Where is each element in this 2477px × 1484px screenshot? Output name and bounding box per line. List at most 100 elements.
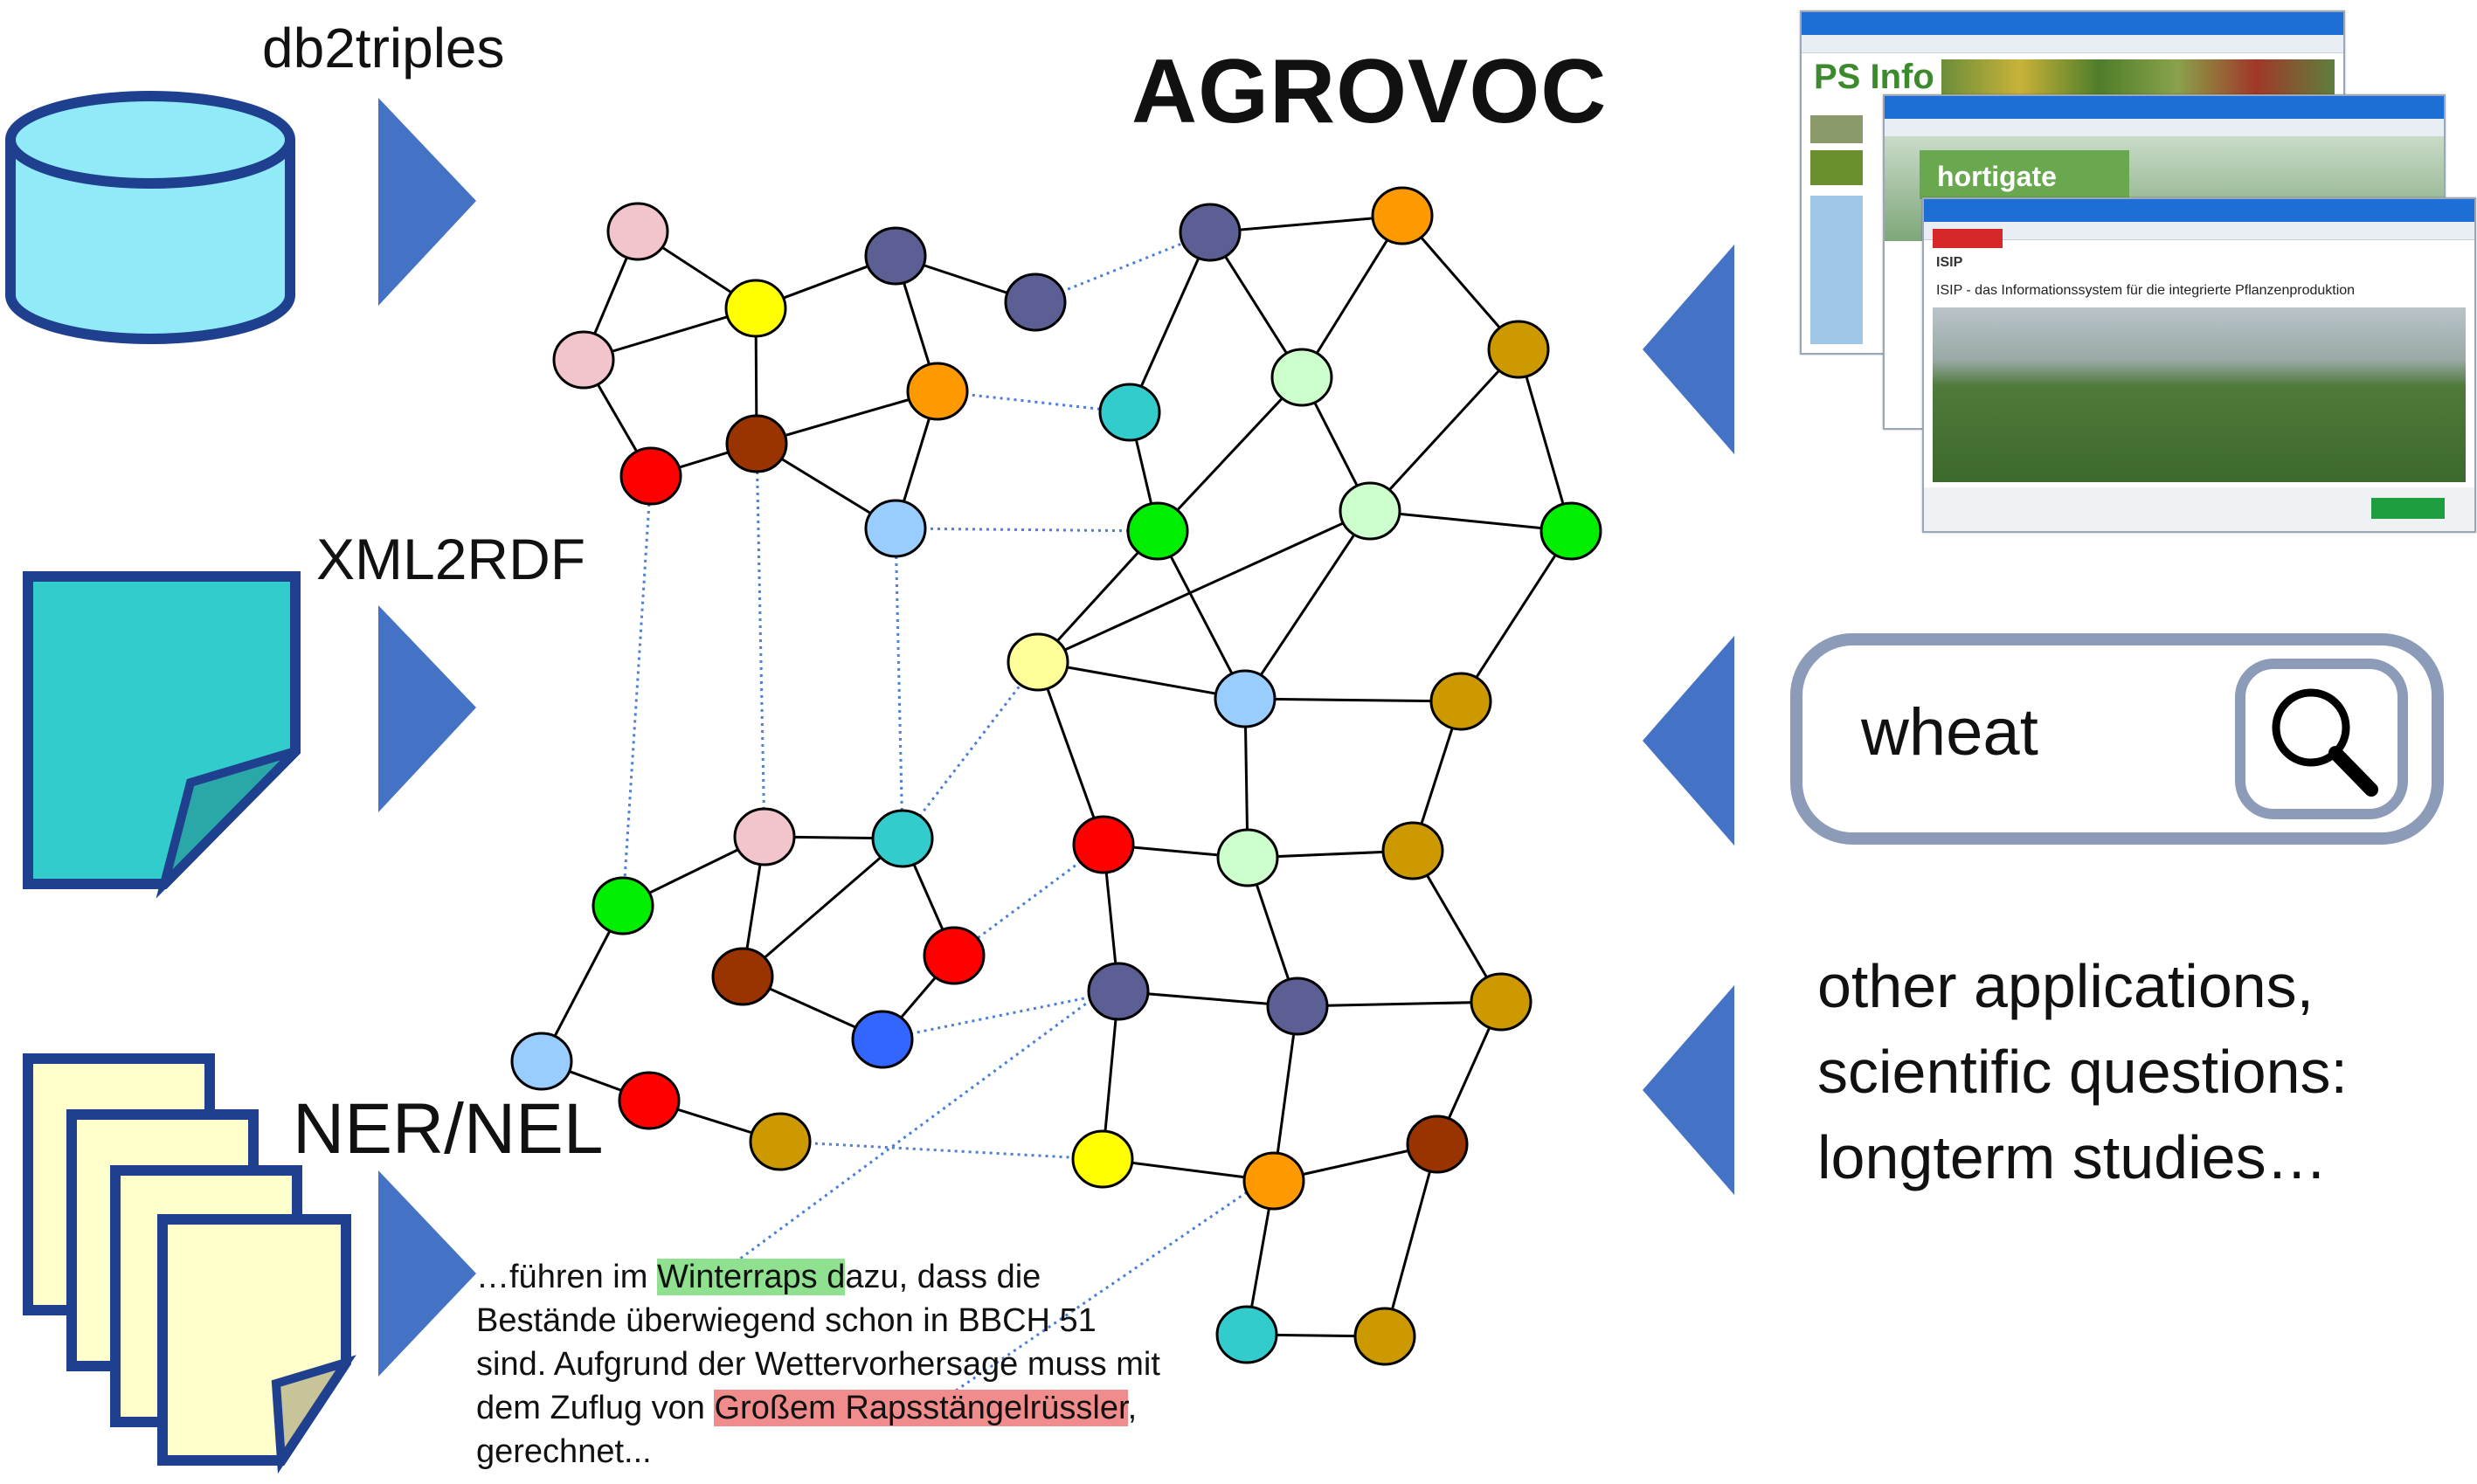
graph-node xyxy=(851,1010,914,1069)
graph-node xyxy=(749,1112,812,1171)
graph-link-dotted xyxy=(937,390,1131,414)
graph-edge xyxy=(1156,530,1247,700)
arrow-ner xyxy=(378,1170,476,1377)
snippet-text-end: , gerechnet... xyxy=(476,1390,1138,1470)
graph-node xyxy=(1381,821,1444,880)
graph-node xyxy=(864,226,927,286)
graph-node xyxy=(864,499,927,558)
graph-edge xyxy=(1156,376,1304,533)
other-line: scientific questions: xyxy=(1817,1038,2348,1106)
graph-node xyxy=(1072,815,1135,874)
graph-node xyxy=(1071,1129,1134,1189)
graph-link-dotted xyxy=(953,843,1104,957)
text-snippet: …führen im Winterraps dazu, dass die Bes… xyxy=(476,1255,1175,1474)
arrow-database xyxy=(378,98,476,306)
highlight-pest: Großem Rapsstängelrüssler xyxy=(714,1390,1128,1426)
graph-edge xyxy=(1300,215,1404,378)
graph-edge xyxy=(1383,1143,1439,1337)
highlight-crop: Winterraps d xyxy=(656,1259,846,1295)
graph-node xyxy=(711,947,774,1006)
graph-edge xyxy=(1128,231,1212,413)
xml-document-icon xyxy=(23,571,301,899)
graph-node xyxy=(1242,1151,1305,1211)
graph-node xyxy=(1371,186,1434,245)
graph-node xyxy=(871,809,934,868)
graph-node xyxy=(1098,383,1161,442)
graph-node xyxy=(1216,828,1279,887)
graph-solid-edges xyxy=(540,214,1573,1338)
graph-link-dotted xyxy=(729,990,1104,1268)
graph-edge xyxy=(1459,530,1573,702)
graph-link-dotted xyxy=(755,443,766,838)
site-name: PS Info xyxy=(1814,58,1934,96)
graph-node xyxy=(724,279,787,338)
graph-node xyxy=(1215,1305,1278,1364)
magnifier-icon xyxy=(2272,688,2378,797)
graph-link-dotted xyxy=(901,661,1040,839)
graph-node xyxy=(906,362,969,421)
graph-node xyxy=(1487,320,1550,379)
graph-node xyxy=(1214,669,1277,728)
graph-dotted-edges xyxy=(621,231,1248,1404)
graph-node xyxy=(618,1071,681,1130)
graph-node xyxy=(592,876,654,935)
graph-node xyxy=(1004,273,1067,332)
graph-link-dotted xyxy=(895,527,1159,533)
graph-node xyxy=(1353,1307,1416,1366)
graph-node xyxy=(1470,972,1533,1032)
search-query: wheat xyxy=(1861,695,2038,770)
graph-node xyxy=(1007,632,1069,692)
graph-edge xyxy=(1272,1005,1299,1182)
graph-nodes xyxy=(510,186,1602,1366)
graph-edge xyxy=(1037,509,1371,664)
graph-edge xyxy=(756,390,938,445)
graph-node xyxy=(1087,962,1150,1021)
graph-edge xyxy=(1209,214,1403,234)
database-icon xyxy=(5,91,295,344)
graph-node xyxy=(1339,481,1401,541)
snippet-text-middle: azu, dass die Bestände überwiegend schon… xyxy=(476,1259,1160,1426)
site-name: ISIP xyxy=(1936,255,1963,270)
graph-edge xyxy=(1037,660,1246,701)
arrow-websites xyxy=(1643,245,1734,454)
graph-node xyxy=(923,926,986,985)
graph-link-dotted xyxy=(621,475,653,907)
graph-edge xyxy=(1243,510,1372,700)
website-screenshot-isip: ISIP ISIP - das Informationssystem für d… xyxy=(1922,197,2476,533)
graph-node xyxy=(725,414,788,473)
graph-node xyxy=(1429,672,1492,731)
arrow-xml xyxy=(378,605,476,812)
graph-node xyxy=(1179,203,1242,262)
graph-edge xyxy=(1036,661,1105,846)
label-db2triples: db2triples xyxy=(262,17,505,79)
arrow-search xyxy=(1643,636,1734,846)
graph-node xyxy=(1539,501,1602,561)
graph-node xyxy=(1406,1115,1469,1174)
graph-link-dotted xyxy=(779,1140,1104,1161)
graph-node xyxy=(619,446,682,506)
graph-node xyxy=(606,202,669,261)
graph-node xyxy=(1270,348,1333,407)
graph-link-dotted xyxy=(894,528,904,839)
graph-edge xyxy=(1244,697,1462,703)
graph-node xyxy=(510,1032,573,1091)
graph-node xyxy=(1126,501,1189,561)
search-box xyxy=(1790,633,2444,845)
graph-edge xyxy=(1297,1000,1502,1008)
label-ner-nel: NER/NEL xyxy=(293,1089,604,1169)
arrow-other xyxy=(1643,985,1734,1195)
label-xml2rdf: XML2RDF xyxy=(316,527,586,591)
other-line: other applications, xyxy=(1817,952,2314,1020)
site-headline: ISIP - das Informationssystem für die in… xyxy=(1936,283,2356,298)
graph-node xyxy=(1266,977,1329,1036)
other-applications: other applications, scientific questions… xyxy=(1817,943,2348,1200)
graph-edge xyxy=(1517,349,1573,532)
other-line: longterm studies… xyxy=(1817,1123,2328,1191)
graph-node xyxy=(552,330,615,390)
graph-edge xyxy=(1368,348,1520,513)
graph-node xyxy=(733,807,796,866)
title-agrovoc: AGROVOC xyxy=(1131,41,1608,142)
documents-stack-icon xyxy=(23,1053,356,1474)
